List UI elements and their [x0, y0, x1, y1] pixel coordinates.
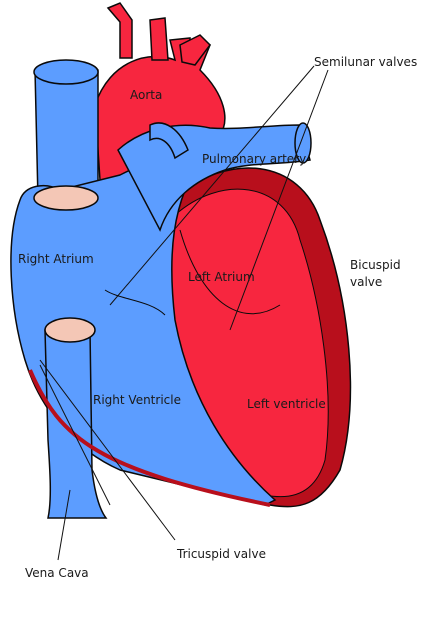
aorta-branch-right: [179, 34, 211, 66]
label-bicuspid-line2: valve: [350, 275, 383, 289]
label-left-ventricle: Left ventricle: [247, 397, 326, 411]
left-atrium-fold-line: [179, 229, 281, 315]
superior-vena-cava-top: [33, 59, 99, 85]
inferior-vena-cava-shape: [44, 329, 108, 519]
pulmonary-artery-end: [294, 122, 312, 164]
label-vena-cava: Vena Cava: [25, 566, 89, 580]
label-tricuspid-valve: Tricuspid valve: [177, 547, 266, 561]
label-bicuspid-line1: Bicuspid: [350, 258, 401, 272]
inferior-opening: [44, 317, 96, 343]
pulmonary-artery-branch: [149, 122, 189, 160]
label-left-atrium: Left Atrium: [188, 270, 255, 284]
label-right-ventricle: Right Ventricle: [93, 393, 181, 407]
label-aorta: Aorta: [130, 88, 163, 102]
superior-opening: [33, 185, 99, 211]
atrium-fold-line: [104, 289, 166, 316]
aorta-branch-middle: [149, 17, 169, 61]
label-right-atrium: Right Atrium: [18, 252, 94, 266]
vena-cava-leader: [57, 489, 71, 561]
septum-edge: [28, 369, 271, 507]
label-semilunar-valves: Semilunar valves: [314, 55, 418, 69]
aorta-branch-left: [106, 2, 133, 59]
septum-line: [39, 364, 111, 506]
label-pulmonary-artery: Pulmonary artery: [202, 152, 307, 166]
semilunar-leader-1: [109, 65, 315, 306]
semilunar-leader-2: [229, 69, 329, 331]
tricuspid-leader: [39, 359, 176, 541]
